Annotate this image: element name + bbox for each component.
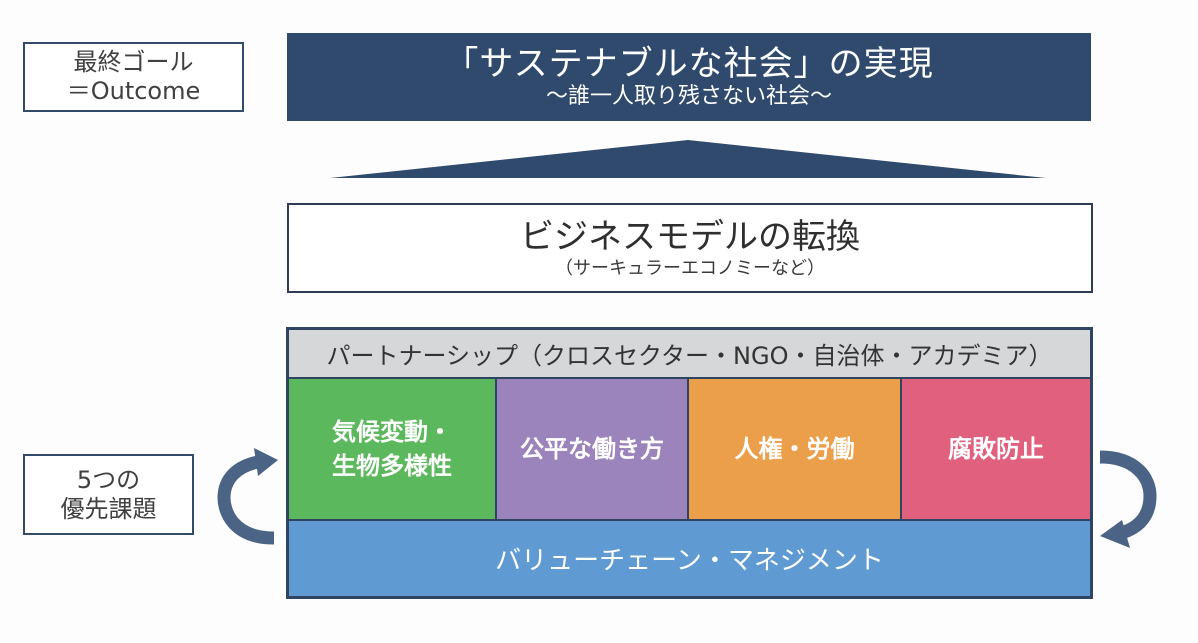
triangle-icon bbox=[330, 140, 1046, 178]
issue-climate-biodiversity: 気候変動・ 生物多様性 bbox=[289, 379, 495, 519]
issue-fair-work: 公平な働き方 bbox=[497, 379, 687, 519]
issue-label: 気候変動・ bbox=[332, 418, 452, 446]
priorities-label: 5つの 優先課題 bbox=[23, 454, 194, 535]
priorities-label-line2: 優先課題 bbox=[60, 494, 157, 523]
curved-arrow-down-icon bbox=[1099, 450, 1157, 548]
issue-label: 公平な働き方 bbox=[520, 435, 664, 463]
priorities-label-line1: 5つの bbox=[76, 465, 141, 494]
goal-title: 「サステナブルな社会」の実現 bbox=[444, 44, 934, 84]
issue-human-rights-labor: 人権・労働 bbox=[689, 379, 900, 519]
issue-label: 腐敗防止 bbox=[948, 435, 1044, 463]
partnership-bar: パートナーシップ（クロスセクター・NGO・自治体・アカデミア） bbox=[289, 330, 1090, 377]
goal-subtitle: ～誰一人取り残さない社会～ bbox=[545, 84, 832, 109]
goal-banner: 「サステナブルな社会」の実現 ～誰一人取り残さない社会～ bbox=[287, 33, 1091, 121]
business-model-box: ビジネスモデルの転換 （サーキュラーエコノミーなど） bbox=[287, 203, 1093, 293]
issue-label: 人権・労働 bbox=[734, 435, 855, 463]
issue-label: 生物多様性 bbox=[332, 452, 452, 480]
goal-label-line2: ＝Outcome bbox=[66, 77, 201, 105]
goal-label-line1: 最終ゴール bbox=[73, 48, 194, 76]
goal-label: 最終ゴール ＝Outcome bbox=[23, 42, 244, 112]
business-model-subtitle: （サーキュラーエコノミーなど） bbox=[555, 258, 825, 279]
value-chain-bar: バリューチェーン・マネジメント bbox=[289, 521, 1090, 596]
priority-issues-frame: パートナーシップ（クロスセクター・NGO・自治体・アカデミア） 気候変動・ 生物… bbox=[286, 327, 1093, 599]
curved-arrow-up-icon bbox=[217, 448, 278, 545]
business-model-title: ビジネスモデルの転換 bbox=[520, 217, 860, 257]
issue-anti-corruption: 腐敗防止 bbox=[902, 379, 1090, 519]
